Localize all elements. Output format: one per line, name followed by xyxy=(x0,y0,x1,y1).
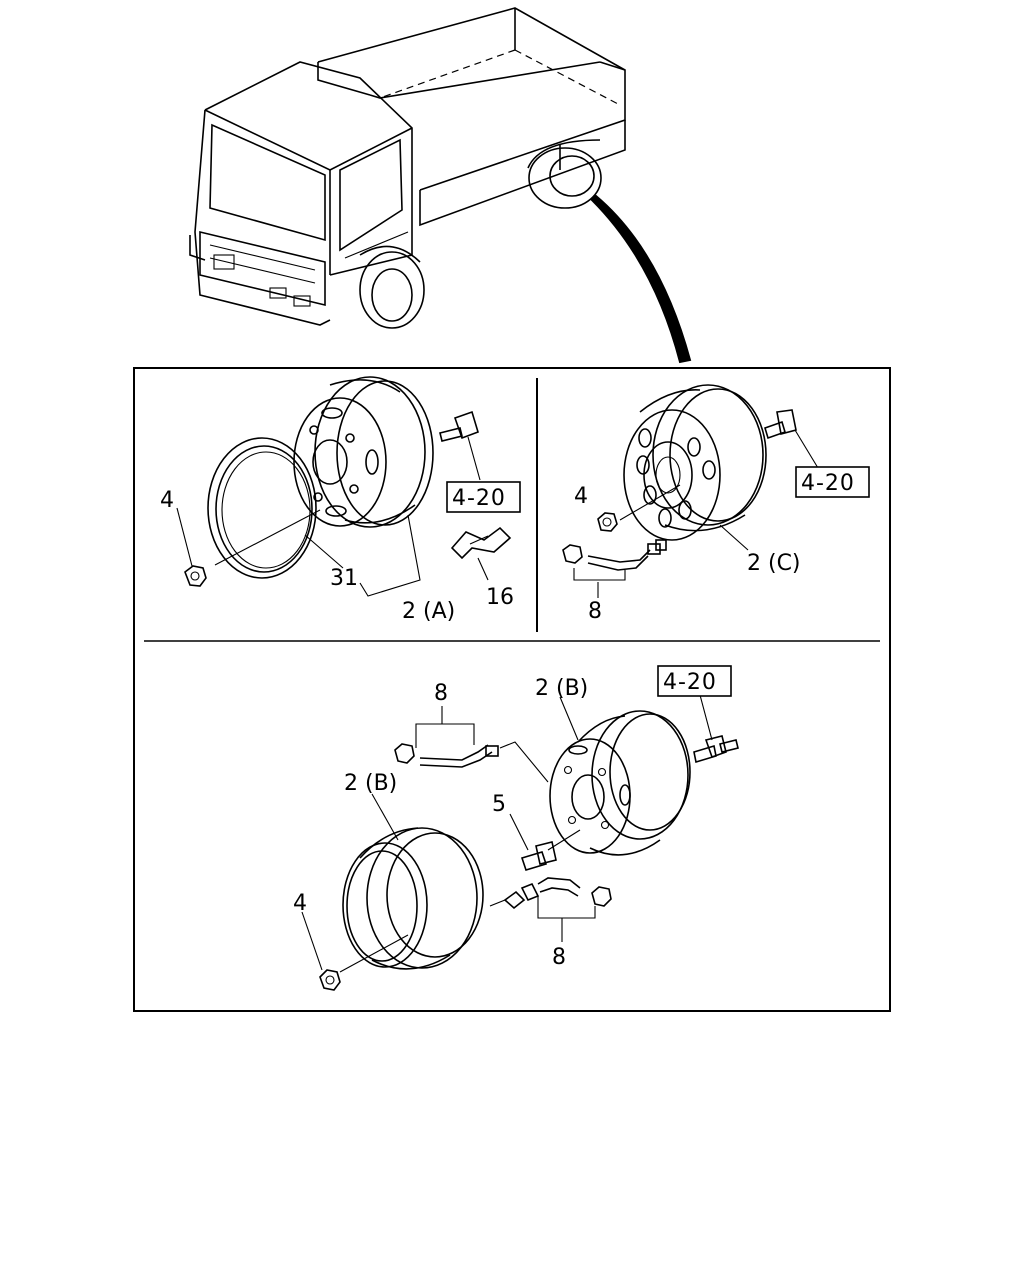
ref-a: 4-20 xyxy=(452,486,506,511)
callout-c-nut: 4 xyxy=(574,484,588,509)
callout-a-wheel: 2 (A) xyxy=(402,599,455,624)
panel-a-wheel xyxy=(176,376,512,597)
callout-b-stud: 5 xyxy=(492,792,506,817)
detail-leader-arrow xyxy=(590,194,692,364)
callout-a-ring: 31 xyxy=(330,566,358,591)
panel-c-wheel xyxy=(562,384,819,598)
ref-box-c xyxy=(795,466,870,498)
ref-b: 4-20 xyxy=(663,670,717,695)
ref-box-a xyxy=(446,481,521,513)
callout-c-wheel: 2 (C) xyxy=(747,551,801,576)
callout-a-nut: 4 xyxy=(160,488,174,513)
callout-b-valve-top: 8 xyxy=(434,681,448,706)
callout-b-nut: 4 xyxy=(293,891,307,916)
callout-a-clip: 16 xyxy=(486,585,514,610)
detail-frame xyxy=(133,367,891,1012)
panel-b-wheels xyxy=(301,694,739,991)
ref-box-b xyxy=(657,665,732,697)
callout-b-wheel-inner: 2 (B) xyxy=(535,676,588,701)
callout-b-wheel-outer: 2 (B) xyxy=(344,771,397,796)
callout-b-valve-bottom: 8 xyxy=(552,945,566,970)
ref-c: 4-20 xyxy=(801,471,855,496)
callout-c-valve: 8 xyxy=(588,599,602,624)
truck-illustration xyxy=(189,7,626,329)
